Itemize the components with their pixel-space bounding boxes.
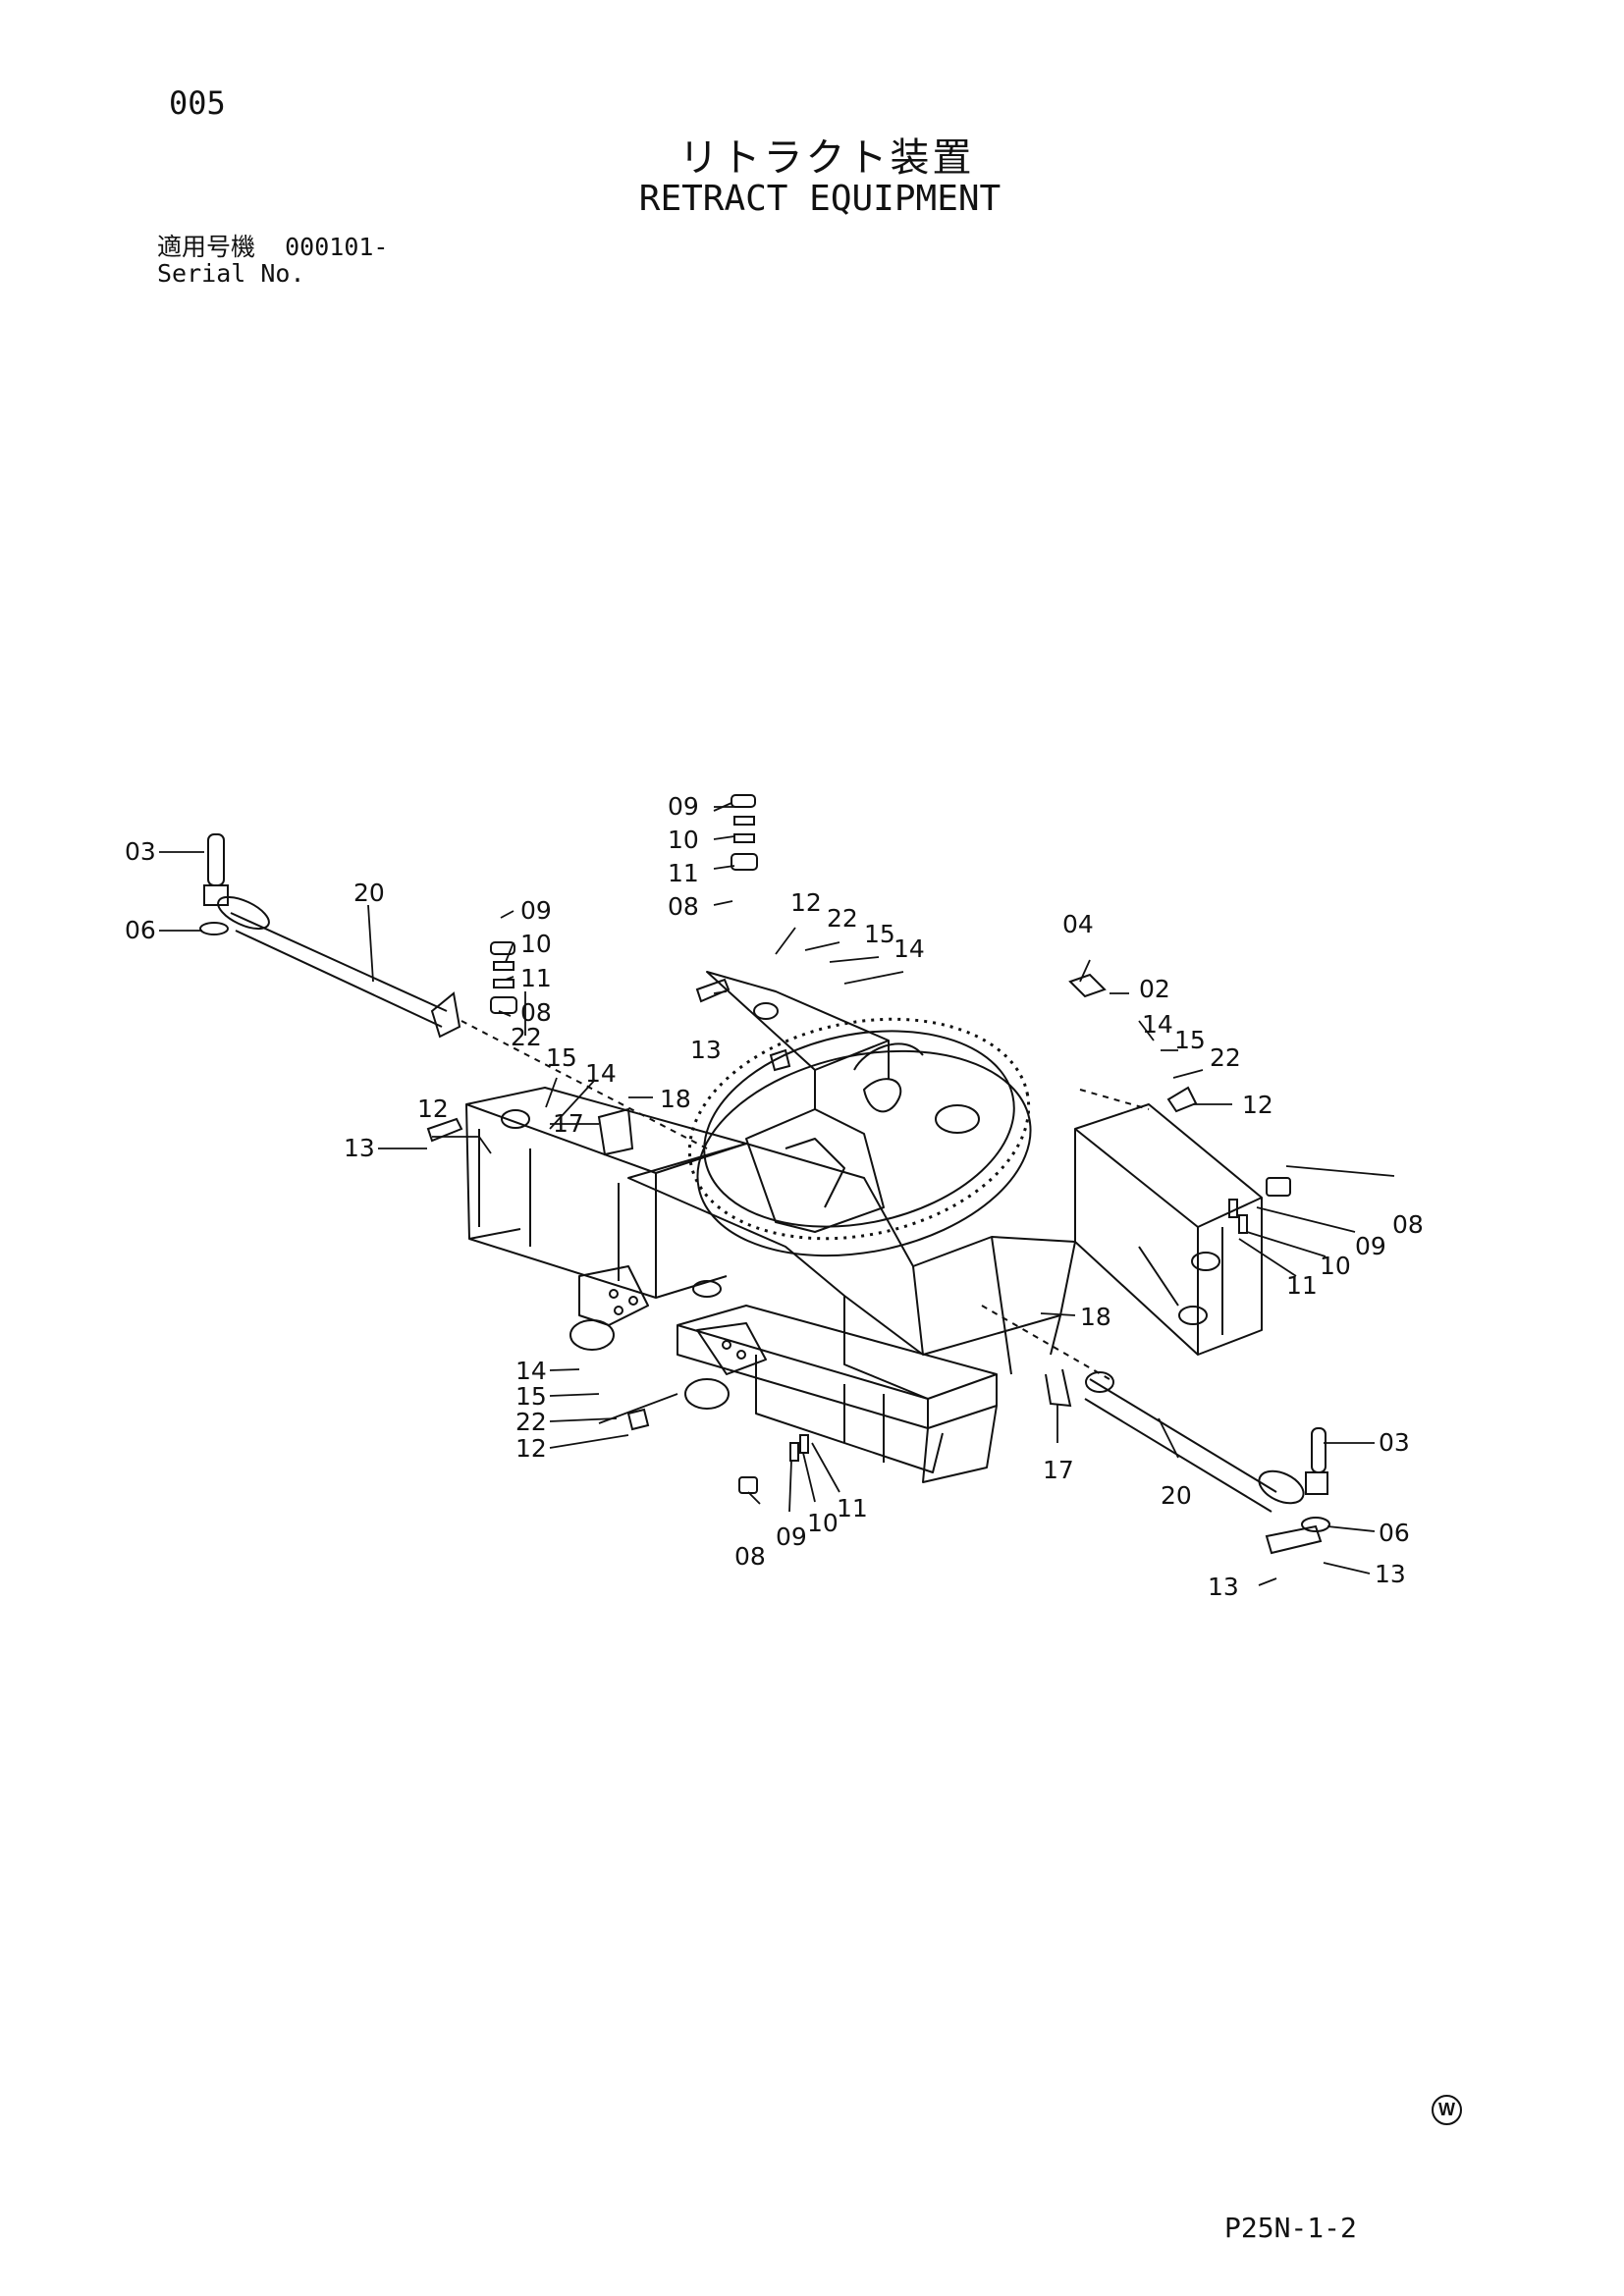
- callout-11-left: 11: [520, 964, 552, 992]
- callout-13-left: 13: [344, 1134, 375, 1162]
- callout-09-left: 09: [520, 896, 552, 925]
- callout-18-right: 18: [1080, 1303, 1111, 1331]
- callout-15-left: 15: [546, 1043, 577, 1072]
- serial-label-english: Serial No.: [157, 259, 305, 288]
- retract-cylinder-upper-left: [199, 833, 461, 1039]
- callout-22-right: 22: [1210, 1043, 1241, 1072]
- callout-08-right: 08: [1392, 1210, 1424, 1239]
- part-callouts: 03 06 20 09 10 11 08 22 15 14 12 13 17 1…: [125, 792, 1424, 1601]
- callout-08-left: 08: [520, 998, 552, 1027]
- callout-11-lower: 11: [837, 1494, 868, 1522]
- callout-17-right: 17: [1043, 1456, 1074, 1484]
- callout-04: 04: [1062, 910, 1094, 938]
- callout-15-top: 15: [864, 920, 895, 948]
- page-title-japanese: リトラクト装置: [678, 135, 975, 181]
- callout-11-top: 11: [668, 859, 699, 887]
- callout-08-top: 08: [668, 892, 699, 921]
- callout-10-top: 10: [668, 826, 699, 854]
- callout-03-lower: 03: [1379, 1428, 1410, 1457]
- callout-13-top: 13: [690, 1036, 722, 1064]
- callout-14-left: 14: [585, 1059, 617, 1088]
- serial-value: 000101-: [285, 233, 389, 261]
- callout-03-upper: 03: [125, 837, 156, 866]
- callout-09-lower: 09: [776, 1522, 807, 1551]
- w-circle-mark: W: [1432, 2095, 1462, 2125]
- callout-18-left: 18: [660, 1085, 691, 1113]
- callout-20-lower: 20: [1161, 1481, 1192, 1510]
- drawing-code: P25N-1-2: [1224, 2212, 1357, 2244]
- track-frame-drawing: [460, 971, 1263, 1483]
- callout-10-right: 10: [1320, 1252, 1351, 1280]
- callout-14-top: 14: [893, 934, 925, 963]
- callout-14-right: 14: [1142, 1010, 1173, 1039]
- callout-17-left: 17: [553, 1109, 584, 1138]
- callout-10-left: 10: [520, 930, 552, 958]
- serial-block: 適用号機 000101- Serial No.: [157, 234, 388, 287]
- callout-09-top: 09: [668, 792, 699, 821]
- retract-cylinder-lower-right: [1084, 1371, 1330, 1532]
- callout-22-left: 22: [511, 1023, 542, 1051]
- callout-13-lower-left: 13: [1208, 1573, 1239, 1601]
- callout-15-lower: 15: [515, 1382, 547, 1411]
- small-parts: [426, 794, 1323, 1555]
- serial-label-japanese: 適用号機: [157, 233, 256, 261]
- callout-20-upper: 20: [353, 879, 385, 907]
- callout-13-lower-right: 13: [1375, 1560, 1406, 1588]
- leader-lines: [159, 802, 1395, 1586]
- callout-15-right: 15: [1174, 1026, 1206, 1054]
- callout-06-upper: 06: [125, 916, 156, 944]
- callout-12-left: 12: [417, 1095, 449, 1123]
- callout-11-right: 11: [1286, 1271, 1318, 1300]
- callout-10-lower: 10: [807, 1509, 839, 1537]
- callout-06-lower: 06: [1379, 1519, 1410, 1547]
- page-title-english: RETRACT EQUIPMENT: [638, 179, 1001, 219]
- callout-08-lower: 08: [734, 1542, 766, 1571]
- callout-22-lower: 22: [515, 1408, 547, 1436]
- callout-12-lower: 12: [515, 1434, 547, 1463]
- callout-02: 02: [1139, 975, 1170, 1003]
- callout-12-top: 12: [790, 888, 822, 917]
- page-number: 005: [169, 84, 226, 122]
- callout-14-lower: 14: [515, 1357, 547, 1385]
- callout-12-right: 12: [1242, 1091, 1273, 1119]
- callout-22-top: 22: [827, 904, 858, 933]
- callout-09-right: 09: [1355, 1232, 1386, 1260]
